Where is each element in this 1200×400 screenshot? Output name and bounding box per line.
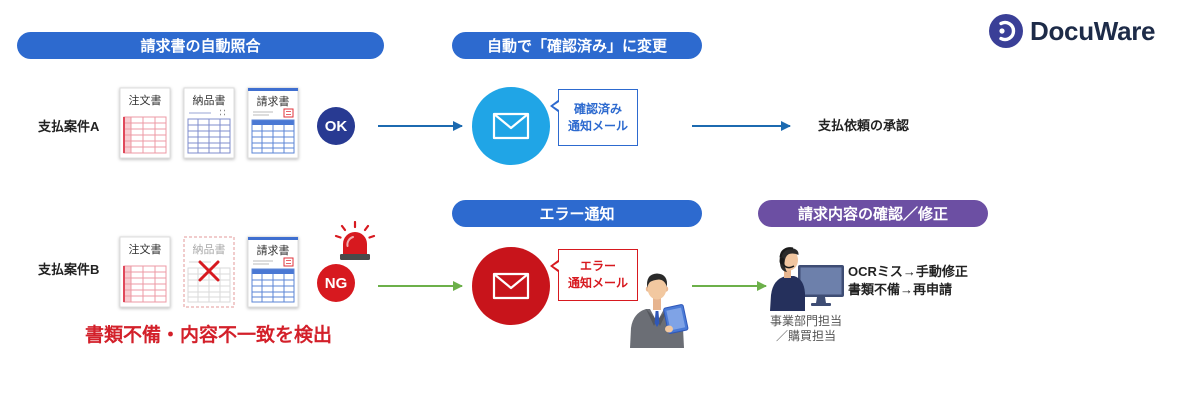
correction-actions: OCRミス→手動修正 書類不備→再申請 <box>848 263 968 299</box>
header-error-notification: エラー通知 <box>452 200 702 227</box>
envelope-icon <box>492 272 530 300</box>
siren-base <box>340 254 370 260</box>
logo-dot <box>999 28 1005 34</box>
doc-title-order: 注文書 <box>129 242 162 256</box>
neck <box>653 298 661 310</box>
envelope-flap <box>493 273 529 290</box>
neck <box>784 269 791 278</box>
case-a-label: 支払案件A <box>38 119 100 134</box>
error-mail-icon <box>472 247 550 325</box>
headset-mic <box>782 263 795 269</box>
logo-arc <box>999 20 1016 42</box>
doc-title-order: 注文書 <box>129 93 162 107</box>
ng-status-badge: NG <box>317 264 355 302</box>
cross-mark-icon <box>198 260 220 282</box>
staff-role-line-2: ／購買担当 <box>775 329 836 343</box>
action-resubmit: 書類不備→再申請 <box>848 282 953 297</box>
doc-header-bar <box>248 237 298 240</box>
stamp-icon <box>283 108 294 118</box>
envelope-icon <box>492 112 530 140</box>
confirmed-notice-callout: 確認済み 通知メール <box>550 89 638 146</box>
lapels <box>646 309 668 326</box>
headset-band <box>779 247 794 258</box>
confirmed-mail-icon <box>472 87 550 165</box>
invoice-icon: 請求書 <box>247 236 299 308</box>
action-ocr-fix: OCRミス→手動修正 <box>848 264 968 279</box>
doc-title-delivery: 納品書 <box>193 93 226 107</box>
purchase-order-icon: 注文書 <box>119 236 171 308</box>
tablet-screen <box>666 307 686 331</box>
table-grid <box>123 116 167 154</box>
invoice-icon: 請求書 <box>247 87 299 159</box>
monitor-screen <box>800 267 842 295</box>
doc-title-delivery: 納品書 <box>193 242 226 256</box>
doc-title-invoice: 請求書 <box>257 94 290 108</box>
table-header-row <box>252 120 294 125</box>
envelope-flap <box>493 113 529 130</box>
table-grid <box>123 265 167 303</box>
monitor-base <box>811 303 831 306</box>
stamp-lines <box>286 111 291 115</box>
payment-approval-step: 支払依頼の承認 <box>818 118 910 133</box>
monitor-stand <box>816 297 826 303</box>
siren-highlight <box>346 236 354 247</box>
alert-siren-icon <box>334 221 376 260</box>
docuware-logo-icon <box>989 14 1023 48</box>
businessman-with-tablet-icon <box>630 273 689 348</box>
stamp-lines <box>286 260 291 264</box>
doc-dots <box>220 109 225 116</box>
siren-dome <box>343 232 367 255</box>
error-notice-callout: エラー 通知メール <box>550 249 638 301</box>
table-grid <box>187 267 231 303</box>
callout-line-2: 通知メール <box>567 118 628 133</box>
header-auto-matching: 請求書の自動照合 <box>17 32 384 59</box>
siren-rays <box>334 221 376 239</box>
missing-delivery-note-icon: 納品書 <box>183 236 235 308</box>
staff-body <box>770 276 805 311</box>
delivery-note-icon: 納品書 <box>183 87 235 159</box>
staff-role-line-1: 事業部門担当 <box>769 314 842 328</box>
brand-name: DocuWare <box>1030 16 1156 46</box>
mail-circle <box>472 87 550 165</box>
head <box>647 276 667 300</box>
table-grid <box>251 268 295 303</box>
mail-circle <box>472 247 550 325</box>
header-auto-status-change: 自動で「確認済み」に変更 <box>452 32 702 59</box>
doc-title-invoice: 請求書 <box>257 243 290 257</box>
detection-message: 書類不備・内容不一致を検出 <box>85 325 333 346</box>
envelope-body <box>492 272 530 300</box>
header-review-fix: 請求内容の確認／修正 <box>758 200 988 227</box>
tie <box>654 311 660 327</box>
stamp-icon <box>283 257 294 267</box>
doc-text-lines <box>253 111 273 116</box>
hand <box>665 325 673 333</box>
staff-at-computer-icon <box>770 247 844 311</box>
headset-earpiece <box>779 257 785 265</box>
ok-status-badge: OK <box>317 107 355 145</box>
callout-line-2: 通知メール <box>567 276 628 290</box>
table-grid <box>251 119 295 154</box>
table-header-row <box>252 269 294 274</box>
doc-header-bar <box>248 88 298 91</box>
logo-circle <box>989 14 1023 48</box>
envelope-body <box>492 112 530 140</box>
table-grid <box>187 118 231 154</box>
callout-line-1: 確認済み <box>573 101 622 116</box>
doc-text-lines <box>253 260 273 265</box>
callout-line-1: エラー <box>579 259 616 273</box>
hair <box>646 273 668 288</box>
purchase-order-icon: 注文書 <box>119 87 171 159</box>
staff-role-label: 事業部門担当 ／購買担当 <box>764 314 848 344</box>
case-b-label: 支払案件B <box>38 262 100 277</box>
